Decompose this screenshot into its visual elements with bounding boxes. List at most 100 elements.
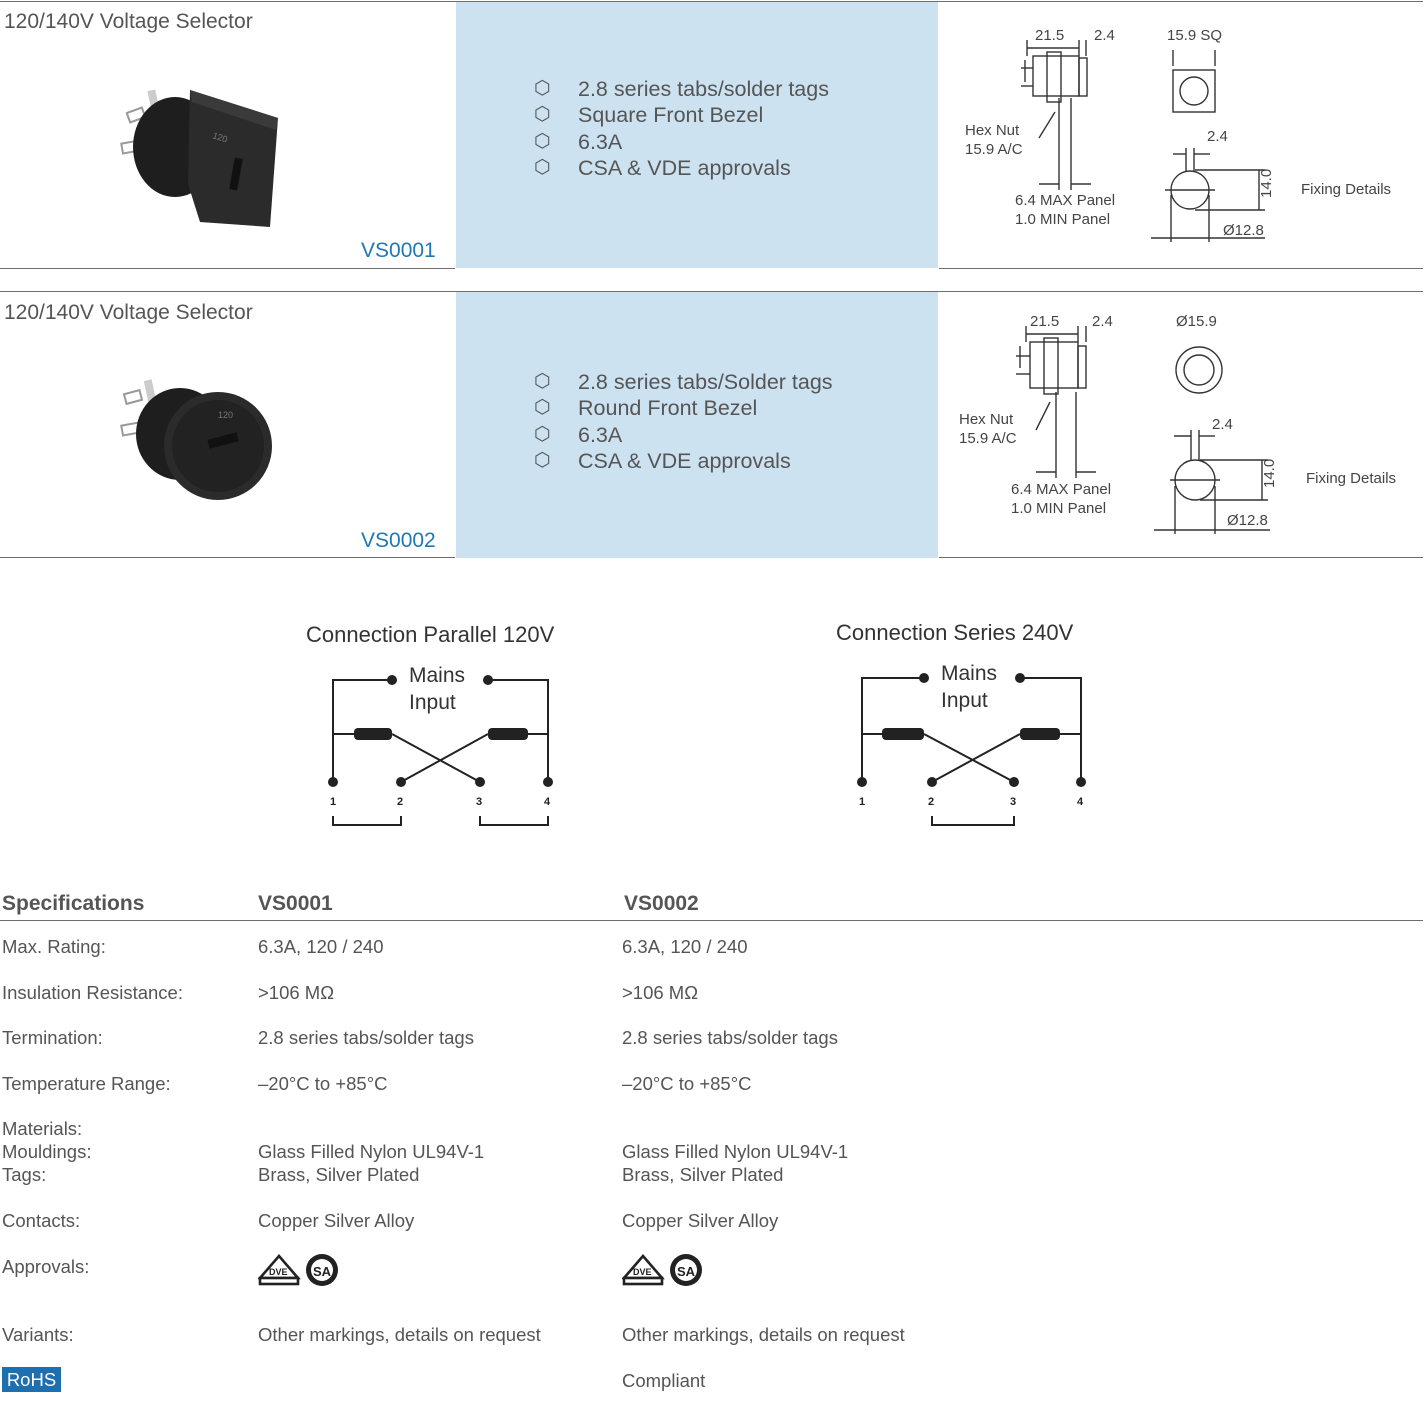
- pin-label: 1: [330, 796, 336, 808]
- spec-value: 2.8 series tabs/solder tags: [622, 1027, 838, 1048]
- dimension-label: 1.0 MIN Panel: [1011, 500, 1106, 517]
- feature-item: ⬡2.8 series tabs/Solder tags: [534, 370, 833, 394]
- feature-item: ⬡CSA & VDE approvals: [534, 448, 791, 473]
- dimension-label: Fixing Details: [1306, 470, 1396, 487]
- hexagon-bullet-icon: ⬡: [534, 423, 551, 445]
- row-divider: [939, 268, 1423, 269]
- dimension-label: 2.4: [1207, 128, 1228, 145]
- dimension-label: 15.9 A/C: [959, 430, 1017, 447]
- dimension-label: Ø15.9: [1176, 313, 1217, 330]
- svg-text:SA: SA: [677, 1264, 696, 1279]
- spec-value: 6.3A, 120 / 240: [622, 936, 748, 957]
- pin-label: 2: [928, 796, 934, 808]
- row-divider: [939, 557, 1423, 558]
- dimension-label: 15.9 A/C: [965, 141, 1023, 158]
- spec-value: Compliant: [622, 1370, 706, 1391]
- row-divider: [0, 291, 1423, 292]
- spec-value: 2.8 series tabs/solder tags: [258, 1027, 474, 1048]
- spec-label: Contacts:: [2, 1210, 81, 1231]
- hexagon-bullet-icon: ⬡: [534, 130, 551, 152]
- pin-label: 3: [476, 796, 482, 808]
- spec-value: Other markings, details on request: [622, 1324, 905, 1345]
- spec-label: Approvals:: [2, 1256, 90, 1277]
- dimension-label: 2.4: [1094, 27, 1115, 44]
- dimension-label: 14.0: [1261, 459, 1278, 488]
- vde-mark-icon: DVE: [622, 1254, 665, 1286]
- features-panel: [456, 2, 938, 268]
- feature-item: ⬡2.8 series tabs/solder tags: [534, 77, 829, 101]
- hexagon-bullet-icon: ⬡: [534, 104, 551, 126]
- pin-label: 2: [397, 796, 403, 808]
- dimension-label: Ø12.8: [1223, 222, 1264, 239]
- product-photo-square-selector: 120: [120, 89, 278, 227]
- pin-label: 1: [859, 796, 865, 808]
- feature-item: ⬡Square Front Bezel: [534, 103, 764, 128]
- csa-mark-icon: SA: [306, 1254, 338, 1286]
- diagram-label: Input: [941, 689, 988, 712]
- spec-header-vs0001: VS0001: [258, 892, 333, 915]
- dimension-label: 14.0: [1258, 169, 1275, 198]
- csa-mark-icon: SA: [670, 1254, 702, 1286]
- spec-value: Glass Filled Nylon UL94V-1: [258, 1141, 485, 1162]
- spec-label: Tags:: [2, 1164, 47, 1185]
- dimension-label: 2.4: [1092, 313, 1113, 330]
- spec-value: –20°C to +85°C: [622, 1073, 752, 1094]
- product-title: 120/140V Voltage Selector: [4, 10, 253, 33]
- dimension-label: 15.9 SQ: [1167, 27, 1222, 44]
- spec-value: Copper Silver Alloy: [622, 1210, 779, 1231]
- row-divider: [0, 1, 1423, 2]
- spec-label: Mouldings:: [2, 1141, 92, 1162]
- features-panel: [456, 292, 938, 558]
- dimension-label: Hex Nut: [959, 411, 1014, 428]
- hexagon-bullet-icon: ⬡: [534, 156, 551, 178]
- diagram-label: Input: [409, 691, 456, 714]
- row-divider: [0, 268, 455, 269]
- feature-list: ⬡2.8 series tabs/Solder tags ⬡Round Fron…: [534, 369, 833, 474]
- spec-header-vs0002: VS0002: [624, 892, 699, 915]
- dimension-label: 21.5: [1035, 27, 1064, 44]
- feature-item: ⬡6.3A: [534, 129, 623, 154]
- spec-label: Insulation Resistance:: [2, 982, 183, 1003]
- spec-header-label: Specifications: [2, 892, 145, 915]
- spec-label: Materials:: [2, 1118, 83, 1139]
- product-code: VS0002: [361, 529, 436, 552]
- vde-mark-icon: DVE: [258, 1254, 301, 1286]
- spec-value: Copper Silver Alloy: [258, 1210, 415, 1231]
- spec-value: Glass Filled Nylon UL94V-1: [622, 1141, 849, 1162]
- wiring-diagram-series: Connection Series 240V Mains Input 1 2 3…: [836, 620, 1086, 826]
- feature-item: ⬡CSA & VDE approvals: [534, 155, 791, 180]
- feature-list: ⬡2.8 series tabs/solder tags ⬡Square Fro…: [534, 76, 829, 181]
- dimension-label: 1.0 MIN Panel: [1015, 211, 1110, 228]
- dimension-label: 6.4 MAX Panel: [1015, 192, 1115, 209]
- svg-text:DVE: DVE: [269, 1267, 288, 1277]
- svg-text:DVE: DVE: [633, 1267, 652, 1277]
- approval-marks: DVE SA: [258, 1254, 338, 1286]
- diagram-title: Connection Series 240V: [836, 620, 1074, 645]
- diagram-title: Connection Parallel 120V: [306, 622, 555, 647]
- dimension-drawing: 21.5 2.4 Ø15.9 Hex Nut 15.9 A/C 6.4 MAX …: [959, 313, 1396, 534]
- spec-label: Variants:: [2, 1324, 74, 1345]
- spec-value: Other markings, details on request: [258, 1324, 541, 1345]
- row-divider: [0, 557, 455, 558]
- dimension-label: 6.4 MAX Panel: [1011, 481, 1111, 498]
- spec-value: 6.3A, 120 / 240: [258, 936, 384, 957]
- svg-text:120: 120: [211, 130, 228, 144]
- hexagon-bullet-icon: ⬡: [534, 397, 551, 419]
- spec-value: Brass, Silver Plated: [258, 1164, 420, 1185]
- dimension-label: Ø12.8: [1227, 512, 1268, 529]
- approval-marks: DVE SA: [622, 1254, 702, 1286]
- wiring-diagram-parallel: Connection Parallel 120V Mains Input 1 2…: [306, 622, 555, 826]
- feature-item: ⬡Round Front Bezel: [534, 396, 758, 421]
- feature-item: ⬡6.3A: [534, 422, 623, 447]
- product-code: VS0001: [361, 239, 436, 262]
- svg-text:SA: SA: [313, 1264, 332, 1279]
- rohs-badge: RoHS: [2, 1367, 61, 1392]
- spec-value: Brass, Silver Plated: [622, 1164, 784, 1185]
- hexagon-bullet-icon: ⬡: [534, 449, 551, 471]
- dimension-drawing: 21.5 2.4 15.9 SQ Hex Nut 15.9 A/C 6.4 MA…: [965, 27, 1391, 242]
- spec-label: Termination:: [2, 1027, 103, 1048]
- dimension-label: 2.4: [1212, 416, 1233, 433]
- diagram-label: Mains: [409, 664, 465, 687]
- dimension-label: Hex Nut: [965, 122, 1020, 139]
- spec-value: >106 MΩ: [258, 982, 335, 1003]
